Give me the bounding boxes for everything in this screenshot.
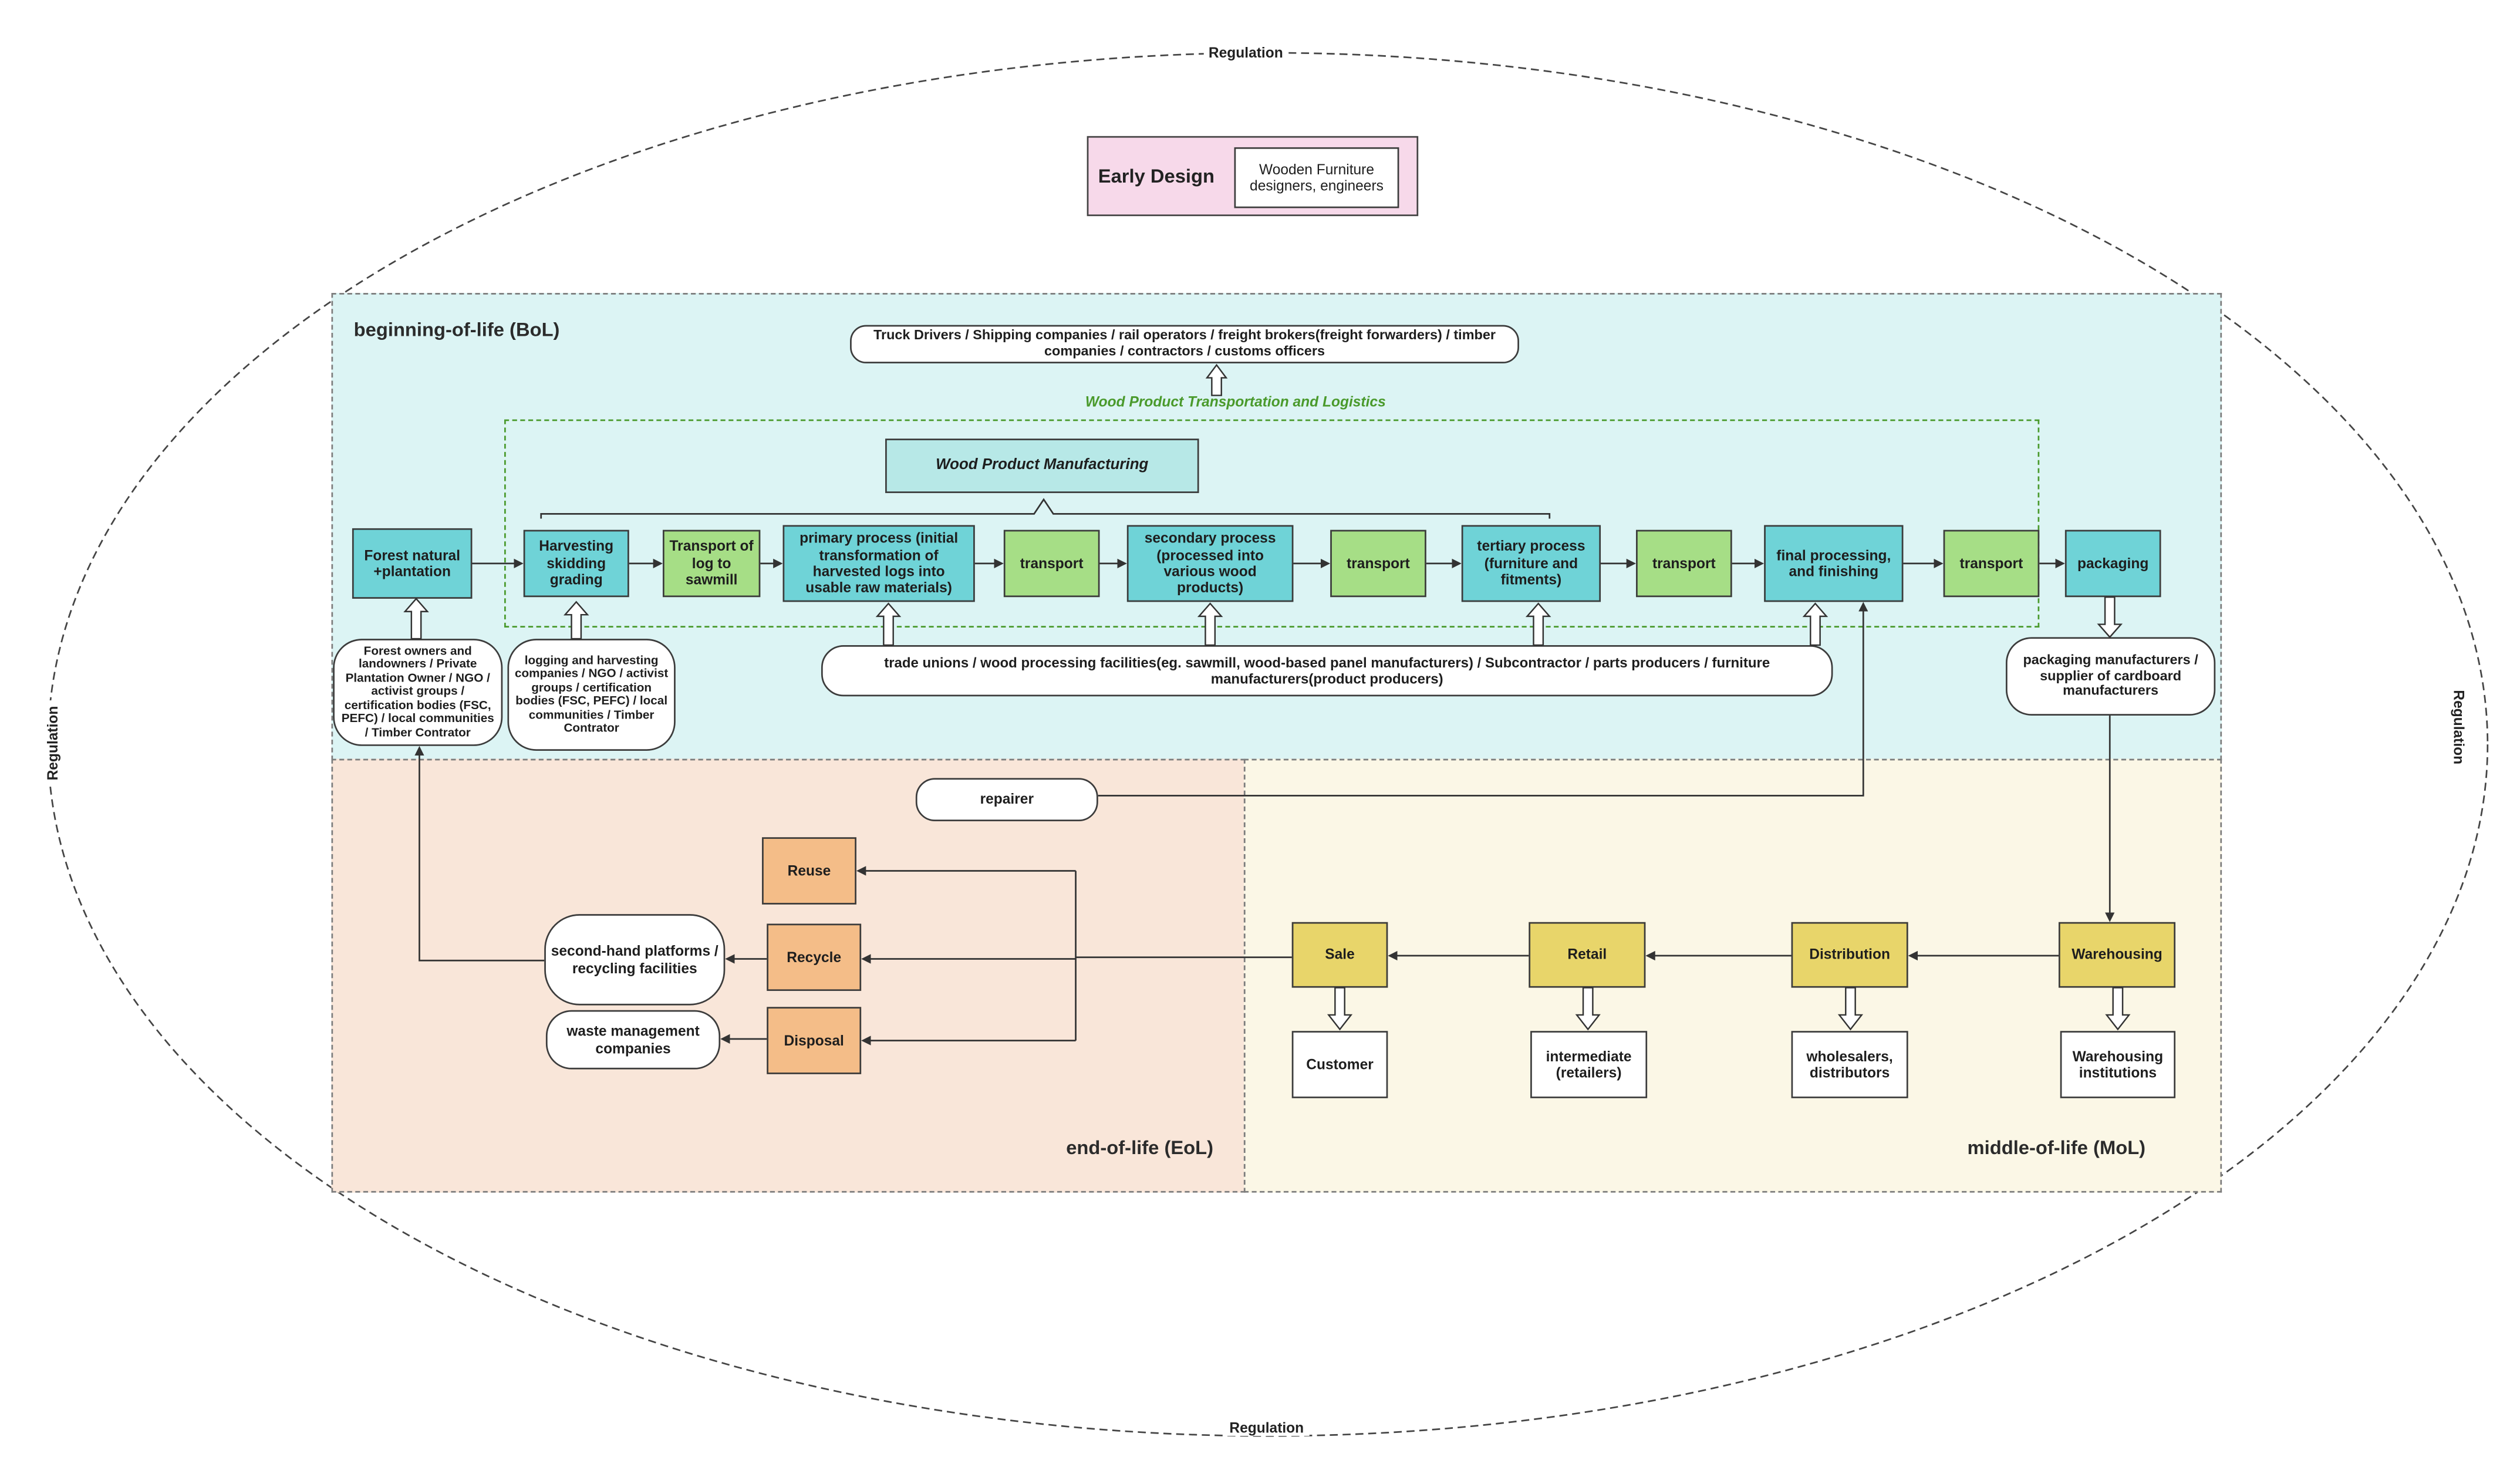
retail-node: Retail — [1529, 922, 1646, 988]
tertiary-process-node: tertiary process (furniture and fitments… — [1461, 525, 1601, 602]
mol-label: middle-of-life (MoL) — [1967, 1136, 2146, 1159]
early-design-box: Early Design Wooden Furniture designers,… — [1087, 136, 1419, 217]
distribution-actor: wholesalers, distributors — [1791, 1031, 1908, 1098]
secondary-process-node: secondary process (processed into variou… — [1126, 525, 1294, 602]
forest-owners-actor: Forest owners and landowners / Private P… — [333, 639, 503, 746]
logistics-label: Wood Product Transportation and Logistic… — [1085, 393, 1386, 410]
early-design-title: Early Design — [1098, 164, 1215, 188]
recycle-actor: second-hand platforms / recycling facili… — [544, 914, 726, 1006]
packaging-actor: packaging manufacturers / supplier of ca… — [2005, 637, 2216, 716]
regulation-bottom: Regulation — [1224, 1419, 1309, 1436]
transport-log-node: Transport of log to sawmill — [662, 529, 761, 598]
final-processing-node: final processing, and finishing — [1764, 525, 1904, 602]
primary-process-node: primary process (initial transformation … — [782, 525, 975, 602]
disposal-node: Disposal — [767, 1007, 862, 1074]
transport-node-2: transport — [1330, 529, 1426, 598]
sale-actor: Customer — [1291, 1031, 1388, 1098]
forest-node: Forest natural +plantation — [352, 528, 473, 599]
harvesting-node: Harvesting skidding grading — [523, 529, 629, 598]
logging-actor: logging and harvesting companies / NGO /… — [507, 639, 676, 751]
transport-node-4: transport — [1943, 529, 2040, 598]
sale-node: Sale — [1291, 922, 1388, 988]
distribution-node: Distribution — [1791, 922, 1908, 988]
warehousing-actor: Warehousing institutions — [2060, 1031, 2176, 1098]
reuse-node: Reuse — [762, 837, 856, 905]
early-design-actor: Wooden Furniture designers, engineers — [1234, 147, 1399, 208]
recycle-node: Recycle — [767, 923, 862, 991]
warehousing-node: Warehousing — [2058, 922, 2176, 988]
logistics-actors: Truck Drivers / Shipping companies / rai… — [850, 325, 1519, 364]
manufacturers-actor: trade unions / wood processing facilitie… — [821, 645, 1833, 697]
logistics-box — [504, 419, 2040, 628]
retail-actor: intermediate (retailers) — [1530, 1031, 1648, 1098]
bol-label: beginning-of-life (BoL) — [353, 318, 560, 341]
manufacturing-label: Wood Product Manufacturing — [885, 439, 1199, 493]
eol-label: end-of-life (EoL) — [1066, 1136, 1214, 1159]
packaging-node: packaging — [2064, 529, 2161, 598]
transport-node-1: transport — [1003, 529, 1100, 598]
regulation-right: Regulation — [2451, 685, 2467, 770]
transport-node-3: transport — [1636, 529, 1732, 598]
disposal-actor: waste management companies — [545, 1010, 721, 1070]
regulation-top: Regulation — [1203, 45, 1288, 61]
repairer-node: repairer — [915, 778, 1098, 821]
